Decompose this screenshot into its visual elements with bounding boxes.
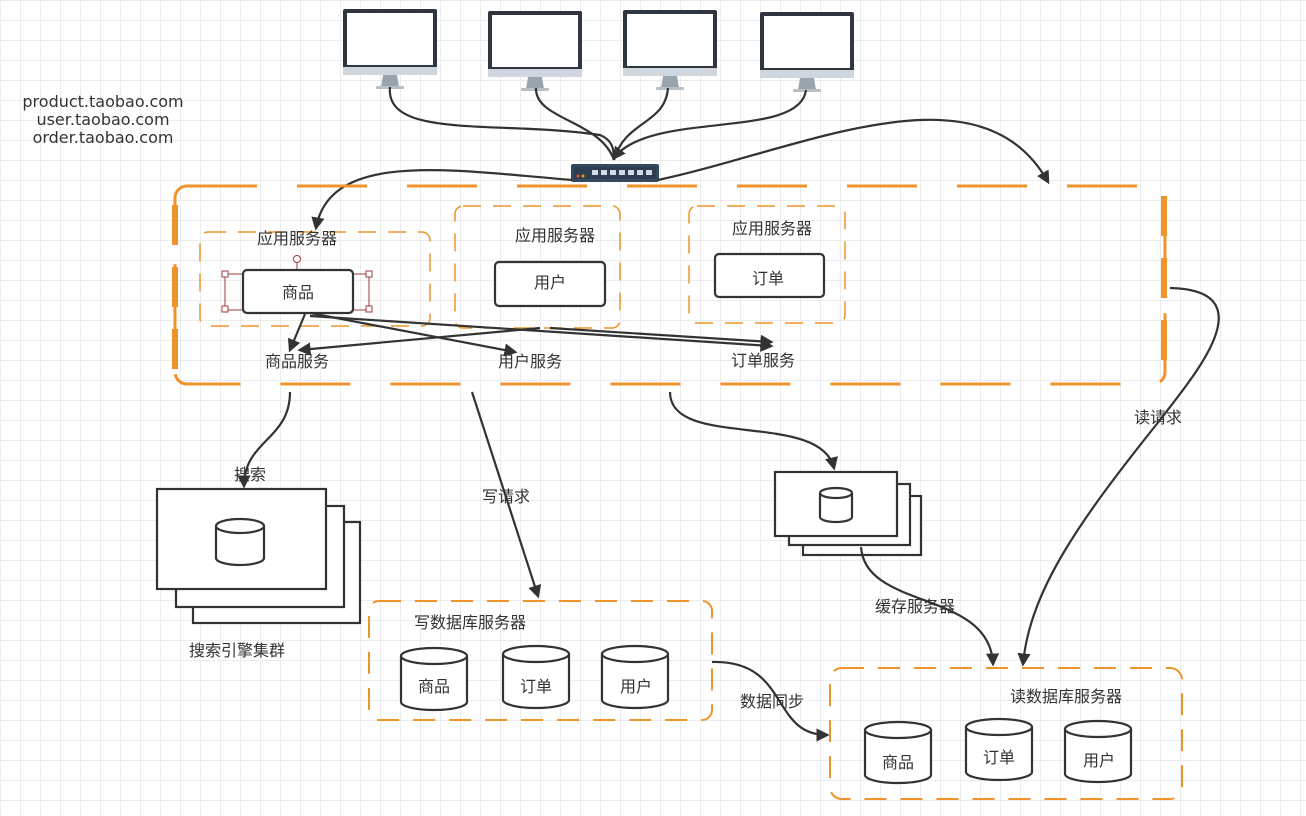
- user-service-label: 用户服务: [498, 352, 562, 371]
- cache-node-1: [773, 470, 899, 538]
- read-db-table-user: 用户: [1083, 751, 1115, 770]
- search-label: 搜索: [234, 465, 266, 484]
- data-sync-label: 数据同步: [740, 692, 804, 711]
- host-product: product.taobao.com: [22, 92, 183, 111]
- search-cluster-label: 搜索引擎集群: [189, 641, 285, 660]
- read-request-label: 读请求: [1134, 408, 1182, 427]
- module-order-label: 订单: [752, 269, 784, 288]
- write-db-table-product: 商品: [418, 677, 450, 696]
- rotate-handle-icon[interactable]: [293, 255, 301, 263]
- flow-read-request: [1017, 286, 1220, 667]
- flow-product-to-product-service: [287, 313, 307, 353]
- write-db-product-icon: [399, 646, 469, 712]
- module-user[interactable]: [493, 260, 607, 308]
- resize-handle-bottom-left[interactable]: [221, 305, 229, 313]
- flow-monitor2-switch: [534, 87, 616, 161]
- flow-to-cache: [668, 391, 838, 471]
- read-db-server: [829, 667, 1183, 800]
- host-user: user.taobao.com: [36, 110, 169, 129]
- flow-user-to-order-service: [549, 326, 774, 348]
- read-db-table-product: 商品: [882, 753, 914, 772]
- client-monitor-4: [760, 12, 854, 92]
- write-db-user-icon: [600, 644, 670, 710]
- host-order: order.taobao.com: [33, 128, 174, 147]
- flow-write-request: [470, 391, 542, 599]
- app-server-2: [454, 205, 621, 329]
- write-db-table-user: 用户: [620, 677, 652, 696]
- read-db-user-icon: [1063, 719, 1133, 784]
- flow-switch-right: [657, 118, 1050, 185]
- module-product-label: 商品: [282, 283, 314, 302]
- search-database-icon: [214, 517, 266, 567]
- app-server-1-title: 应用服务器: [257, 229, 337, 248]
- cache-server-label: 缓存服务器: [875, 597, 955, 616]
- write-db-server: [368, 600, 713, 721]
- app-server-1: [199, 231, 431, 327]
- flow-to-search: [237, 391, 292, 489]
- write-db-table-order: 订单: [520, 677, 552, 696]
- flow-monitor1-switch: [388, 86, 616, 161]
- flow-switch-appserver: [311, 169, 573, 231]
- client-monitor-3: [623, 10, 717, 90]
- module-product[interactable]: [241, 268, 355, 315]
- write-db-title: 写数据库服务器: [414, 613, 526, 632]
- module-user-label: 用户: [534, 273, 566, 292]
- app-server-3: [688, 205, 846, 324]
- client-monitor-1: [343, 9, 437, 89]
- flow-product-to-order-service: [309, 314, 774, 352]
- resize-handle-bottom-right[interactable]: [365, 305, 373, 313]
- flow-monitor4-switch: [612, 89, 808, 161]
- write-db-order-icon: [501, 644, 571, 710]
- write-request-label: 写请求: [482, 487, 530, 506]
- flow-user-to-product-service: [297, 326, 541, 356]
- network-switch-icon: [571, 164, 659, 182]
- cache-database-icon: [818, 486, 854, 524]
- flow-data-sync: [711, 660, 830, 742]
- flow-cache-to-read-db: [859, 546, 1000, 667]
- flow-product-to-user-service: [309, 311, 518, 357]
- read-db-title: 读数据库服务器: [1010, 687, 1122, 706]
- app-server-2-title: 应用服务器: [515, 226, 595, 245]
- app-server-3-title: 应用服务器: [732, 219, 812, 238]
- module-order[interactable]: [713, 252, 826, 299]
- product-service-label: 商品服务: [265, 352, 329, 371]
- read-db-table-order: 订单: [983, 748, 1015, 767]
- read-db-order-icon: [964, 717, 1034, 782]
- order-service-label: 订单服务: [731, 351, 795, 370]
- read-db-product-icon: [863, 720, 933, 785]
- client-monitor-2: [488, 11, 582, 91]
- resize-handle-top-right[interactable]: [365, 270, 373, 278]
- resize-handle-top-left[interactable]: [221, 270, 229, 278]
